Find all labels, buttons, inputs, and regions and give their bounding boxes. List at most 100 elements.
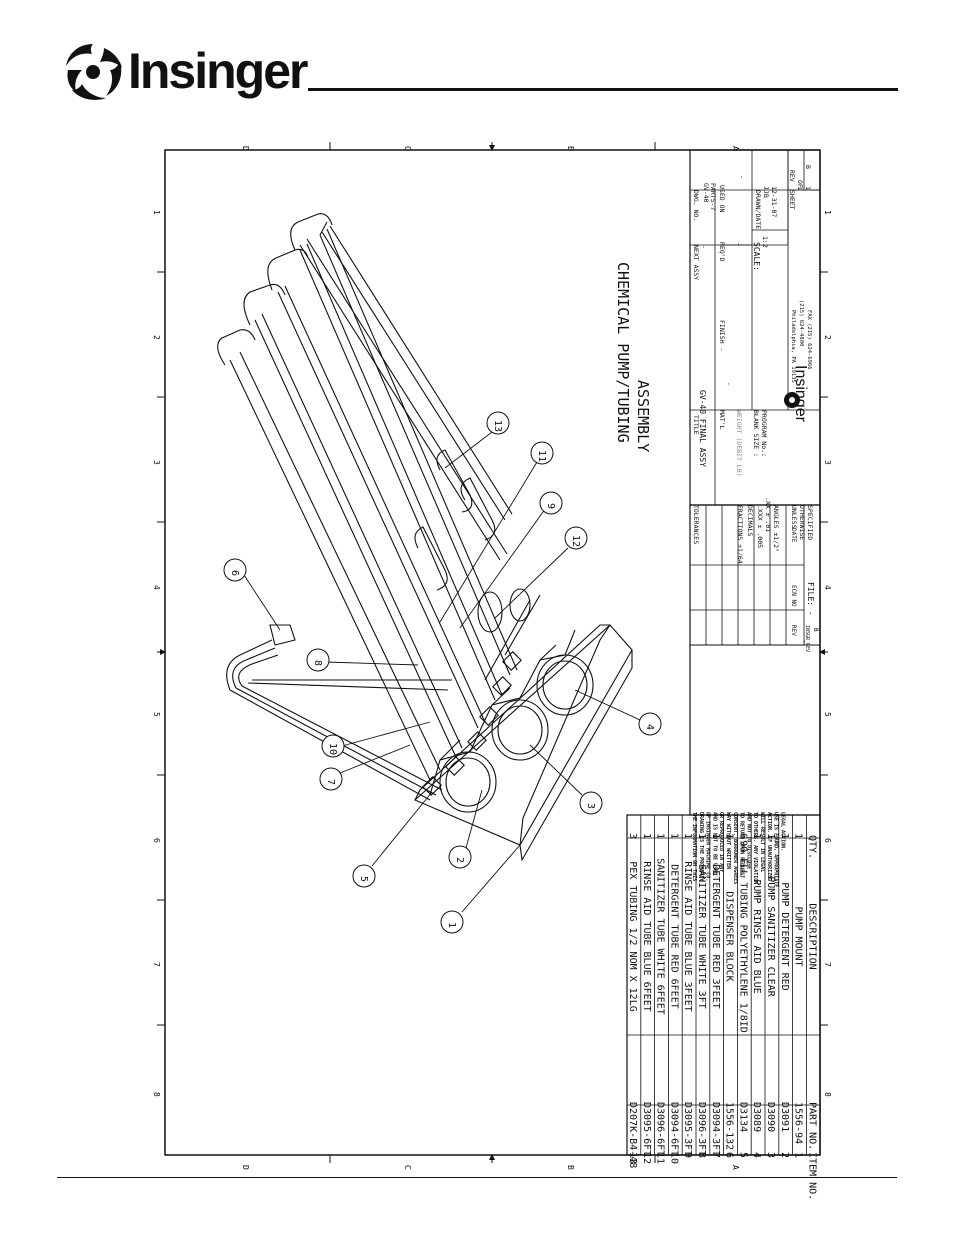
bom-item-no: 12	[641, 1152, 652, 1164]
reqd-value: -	[735, 242, 743, 246]
title-block: TITLE GV-40 FINAL ASSY NEXT ASSY - DWG. …	[689, 149, 821, 564]
revision-block: DATE ECN NO REV FILE: - INSGR_REV B THE …	[689, 504, 821, 887]
pump-detergent	[439, 751, 497, 813]
zone-letter: C	[403, 146, 412, 151]
scale-label: SCALE:	[752, 242, 761, 271]
proprietary-line: WILL RESULT IN LEGAL	[759, 812, 765, 872]
pump-sanitizer	[491, 699, 549, 761]
footer-rule	[57, 1177, 897, 1178]
rev-small: INSGR_REV	[804, 625, 810, 652]
zone-number: 7	[823, 962, 832, 967]
insinger-swirl-icon	[66, 44, 122, 100]
bom-part-no: 1556-94	[793, 1102, 804, 1144]
title-value: GV-40 FINAL ASSY	[698, 390, 707, 467]
drawing-title-line: ASSEMBLY	[634, 380, 652, 452]
proprietary-line: THE INFORMATION ON THIS	[691, 812, 697, 881]
zone-number: 3	[823, 460, 832, 465]
pump-rinse	[536, 654, 594, 716]
balloon-label: 11	[536, 450, 547, 462]
zone-letter: A	[731, 146, 740, 151]
dwg-no-value: PARTS-7	[709, 183, 717, 210]
zone-number: 2	[823, 335, 832, 340]
bom-qty: 1	[793, 833, 804, 839]
proprietary-line: AND IS NOT TO BE USED	[711, 812, 717, 875]
zone-number: 4	[823, 585, 832, 590]
finish-label: FINISH -	[718, 320, 726, 351]
program-label: PROGRAM No.:	[760, 410, 768, 457]
bom-item-no: 1	[793, 1152, 804, 1158]
drawn-date-label: DRAWN/DATE	[754, 190, 762, 229]
file-label: FILE: -	[806, 582, 815, 616]
proprietary-line: USE IS FOUND, APPROPRIATE	[773, 812, 779, 887]
balloon-label: 4	[644, 724, 655, 730]
unless-label: UNLESS	[790, 505, 798, 529]
balloon-label: 6	[229, 570, 240, 576]
used-on-label: USED ON	[718, 185, 726, 212]
bom-description: SANITIZER TUBE WHITE 3FT	[696, 864, 707, 1009]
zone-number: 3	[152, 460, 161, 465]
drawing-title-line: CHEMICAL PUMP/TUBING	[614, 262, 632, 443]
rev-label: REV	[788, 170, 796, 182]
zone-ticks	[157, 142, 828, 1163]
bom-header-description: DESCRIPTION	[806, 903, 817, 969]
bom-description: DISPENSER BLOCK	[724, 891, 735, 981]
specified-label: SPECIFIED	[806, 505, 814, 540]
bom-header-part: PART NO.	[806, 1102, 817, 1150]
bom-item-no: 4	[751, 1152, 762, 1158]
bom-item-no: 3	[765, 1152, 776, 1158]
zone-number: 4	[152, 585, 161, 590]
zone-number: 5	[152, 712, 161, 717]
decimals-label: DECIMALS	[746, 505, 754, 536]
company-name: Insinger	[792, 365, 809, 423]
balloon-label: 12	[570, 535, 581, 547]
dwg-no-label: DWG. NO.	[692, 190, 700, 221]
balloon-label: 5	[358, 876, 369, 882]
bom-description: PUMP RINSE AID BLUE	[751, 879, 762, 993]
zone-number: 1	[152, 210, 161, 215]
zone-number: 5	[823, 712, 832, 717]
bom-part-no: D3089	[751, 1102, 762, 1132]
proprietary-line: CONSENT. BORROWER AGREES	[732, 812, 738, 884]
bom-qty: 6	[737, 833, 748, 839]
balloons: 1 2 3 4 5 6 7 8 9 10 11 12 13	[223, 411, 662, 934]
proprietary-line: WAY WITHOUT WRITTEN	[725, 812, 731, 869]
next-assy-label: NEXT ASSY	[692, 245, 700, 280]
zone-letter: C	[403, 1165, 412, 1170]
bom-part-no: D3134	[737, 1102, 748, 1132]
matl-label: MAT'L	[718, 410, 726, 430]
bom-part-no: D207K-B4-48	[627, 1102, 638, 1168]
bom-description: PUMP MOUNT	[793, 906, 804, 966]
sheet-of: OF	[796, 180, 804, 188]
balloon-label: 9	[545, 503, 556, 509]
bom-qty: 1	[641, 833, 652, 839]
bom-item-no: 5	[737, 1152, 748, 1158]
zone-numbers: 1 2 3 4 5 6 7 8 1 2 3 4 5 6 7 8	[152, 210, 832, 1097]
zone-number: 8	[823, 1092, 832, 1097]
bom-part-no: D3094-3FT	[710, 1102, 721, 1156]
bom-description: PUMP DETERGENT RED	[779, 882, 790, 990]
bom-item-no: 10	[668, 1152, 679, 1164]
proprietary-line: LEGAL ACTION.	[779, 812, 785, 851]
bom-part-no: D3096-6FT	[655, 1102, 666, 1156]
zone-number: 6	[823, 838, 832, 843]
proprietary-line: OF INSINGER MACHINE CO.	[705, 812, 711, 881]
bom-header-qty: QTY.	[806, 835, 817, 859]
bom-qty: 1	[668, 833, 679, 839]
bom-item-no: 11	[655, 1152, 666, 1164]
balloon-label: 8	[312, 660, 323, 666]
bom-item-no: 8	[696, 1152, 707, 1158]
proprietary-line: TO RETURN UPON REQUEST	[739, 812, 745, 878]
weight-label: WEIGHT (DEBIT LB)	[735, 410, 743, 477]
bom-qty: 1	[779, 833, 790, 839]
fractions-tol: FRACTIONS ±1/64	[736, 505, 744, 564]
brand-name: Insinger	[128, 43, 308, 99]
title-block-logo-icon	[784, 392, 800, 408]
bom-qty: 1	[751, 833, 762, 839]
scale-value: 1:2	[761, 236, 769, 248]
drawing-title: CHEMICAL PUMP/TUBING ASSEMBLY	[614, 262, 652, 452]
company-address: Philadelphia, PA 19135	[790, 310, 796, 383]
balloon-label: 10	[327, 743, 338, 755]
bom-description: SANITIZER TUBE WHITE 6FEET	[655, 858, 666, 1015]
